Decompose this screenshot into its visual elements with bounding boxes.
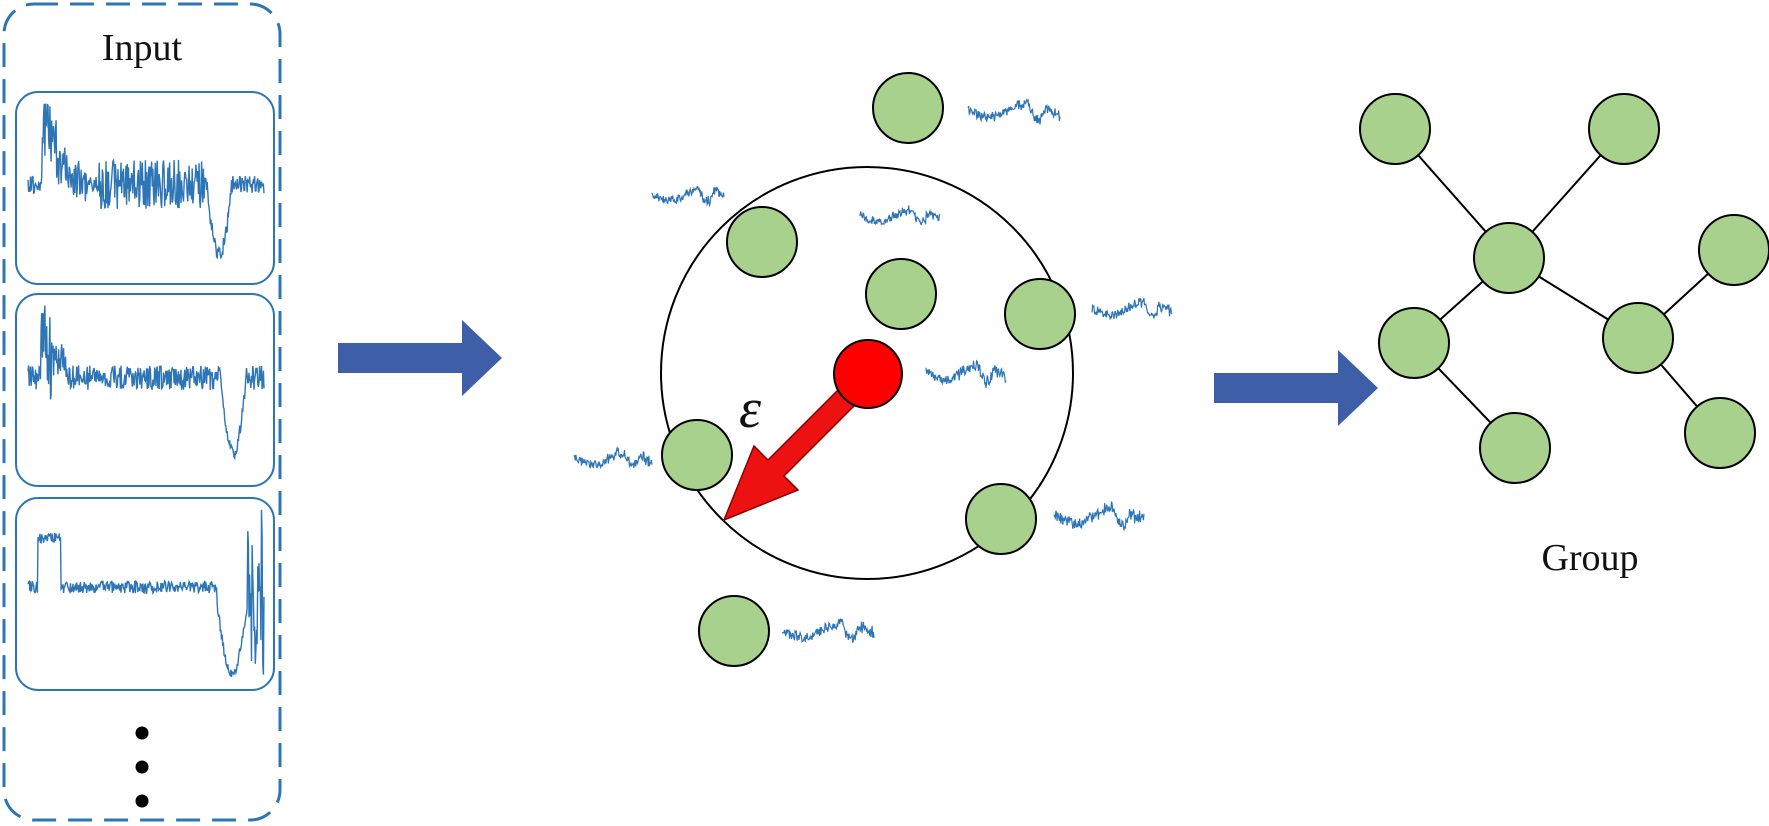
node: [872, 72, 944, 144]
flow-arrow-right-icon: [338, 320, 502, 396]
node: [1359, 93, 1431, 165]
input-signal-card-2: [15, 293, 275, 487]
node-waveform: [781, 618, 875, 644]
input-signal-waveform: [27, 305, 265, 461]
group-graph: Group: [1359, 93, 1769, 579]
node: [1473, 222, 1545, 294]
graph-edges: [1394, 128, 1735, 449]
node: [865, 258, 937, 330]
input-signal-card-1: [15, 91, 275, 285]
node: [1684, 397, 1756, 469]
node-waveform: [859, 205, 941, 226]
neighborhood-circle: [660, 166, 1074, 580]
epsilon-label: ε: [739, 378, 762, 440]
center-node: [833, 339, 903, 409]
graph-nodes: [1359, 93, 1769, 484]
node: [1004, 278, 1076, 350]
node: [698, 595, 770, 667]
epsilon-radius-arrow: [722, 388, 856, 522]
node: [661, 419, 733, 491]
neighbor-nodes: [661, 72, 1076, 667]
input-title: Input: [102, 27, 183, 69]
input-signal-waveform: [27, 509, 265, 678]
node: [1479, 412, 1551, 484]
node-waveform: [967, 98, 1061, 125]
input-signal-waveform: [27, 103, 265, 260]
node: [1378, 307, 1450, 379]
node: [965, 483, 1037, 555]
node: [1698, 214, 1769, 286]
ellipsis-dots: [135, 726, 149, 808]
node-waveform: [1053, 501, 1145, 531]
input-panel: Input: [2, 2, 282, 822]
node-waveform: [925, 359, 1007, 388]
node-waveform: [651, 186, 725, 208]
input-signal-card-3: [15, 497, 275, 691]
node-waveform: [573, 445, 653, 470]
epsilon-neighborhood: ε: [573, 72, 1173, 667]
flow-arrow-right-icon: [1214, 350, 1378, 426]
node-waveform: [1091, 297, 1173, 321]
group-label: Group: [1541, 537, 1638, 579]
node: [726, 206, 798, 278]
node: [1602, 302, 1674, 374]
input-panel-border: [2, 2, 282, 822]
node: [1588, 93, 1660, 165]
